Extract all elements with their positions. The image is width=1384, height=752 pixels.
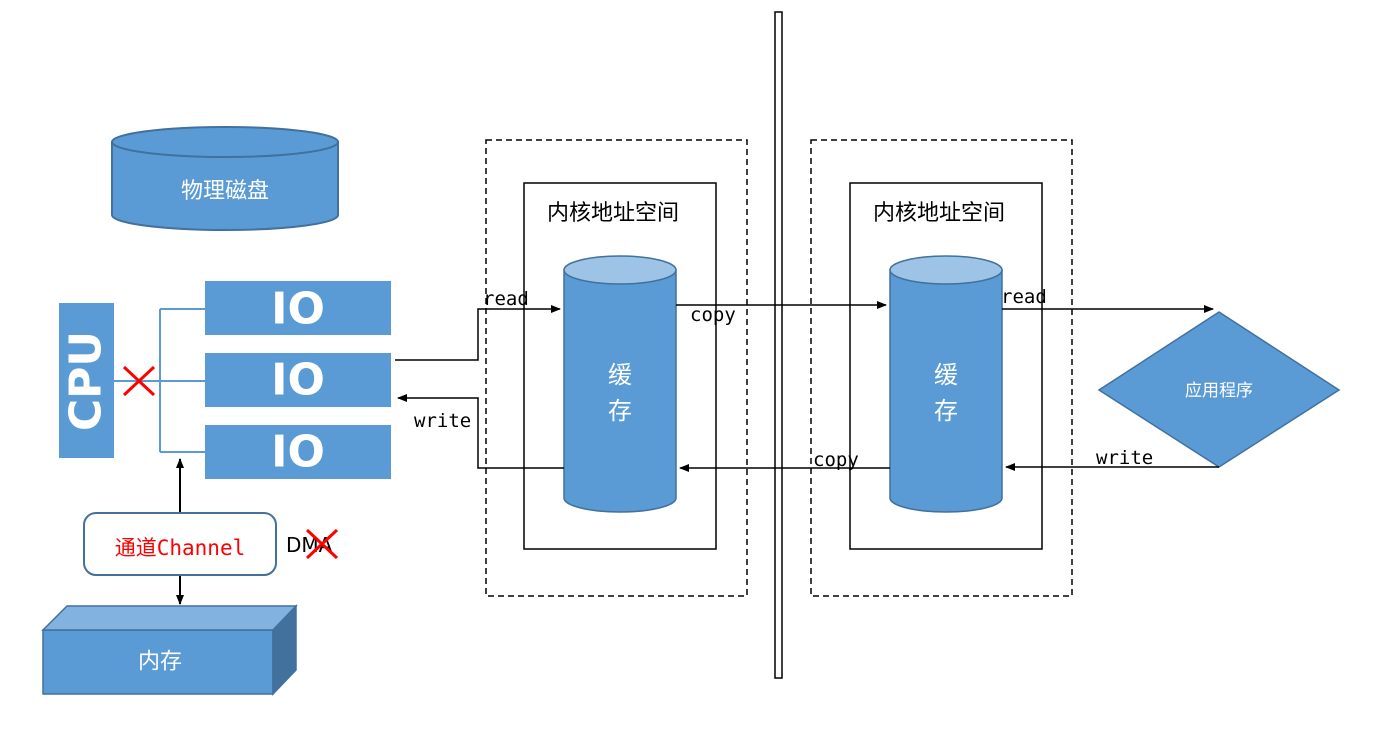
kernel-region-right: 内核地址空间 缓 存 <box>810 139 1073 597</box>
label-copy-bottom: copy <box>813 449 859 471</box>
cpu-block: CPU <box>59 303 114 458</box>
kernel-left-buffer-line1: 缓 <box>608 361 632 389</box>
io-label-2: IO <box>271 355 325 406</box>
channel-box: 通道Channel <box>83 458 277 605</box>
label-read-right: read <box>1001 286 1047 308</box>
io-label-3: IO <box>271 427 325 478</box>
kernel-right-buffer-line1: 缓 <box>934 361 958 389</box>
kernel-region-left: 内核地址空间 缓 存 <box>485 139 748 597</box>
arrow-read-left <box>395 305 561 361</box>
bus-lines <box>114 308 205 453</box>
application-label: 应用程序 <box>1185 381 1253 401</box>
address-space-divider <box>774 11 783 679</box>
kernel-left-buffer-line2: 存 <box>608 397 632 425</box>
channel-label: 通道Channel <box>115 536 246 560</box>
arrows <box>395 301 1219 472</box>
io-block-3: IO <box>205 425 391 479</box>
dma-blocked-x-icon <box>305 528 339 560</box>
io-block-1: IO <box>205 281 391 335</box>
dma-label-group: DMA <box>286 528 339 560</box>
memory-label: 内存 <box>138 650 182 675</box>
label-copy-top: copy <box>690 304 736 326</box>
label-write-left: write <box>414 410 471 432</box>
application-node: 应用程序 <box>1097 311 1341 468</box>
kernel-right-buffer: 缓 存 <box>889 255 1003 513</box>
physical-disk-label: 物理磁盘 <box>181 179 269 204</box>
cpu-blocked-x-icon <box>122 365 156 397</box>
physical-disk: 物理磁盘 <box>111 126 339 231</box>
io-label-1: IO <box>271 284 325 335</box>
kernel-right-title: 内核地址空间 <box>873 201 1005 226</box>
arrow-write-left <box>397 394 564 469</box>
label-read-left: read <box>483 288 529 310</box>
cpu-label: CPU <box>61 331 112 431</box>
memory-block: 内存 <box>41 604 298 696</box>
label-write-right: write <box>1096 447 1153 469</box>
dma-label: DMA <box>286 533 333 557</box>
kernel-left-title: 内核地址空间 <box>547 201 679 226</box>
kernel-right-buffer-line2: 存 <box>934 397 958 425</box>
io-block-2: IO <box>205 353 391 407</box>
kernel-left-buffer: 缓 存 <box>563 255 677 513</box>
